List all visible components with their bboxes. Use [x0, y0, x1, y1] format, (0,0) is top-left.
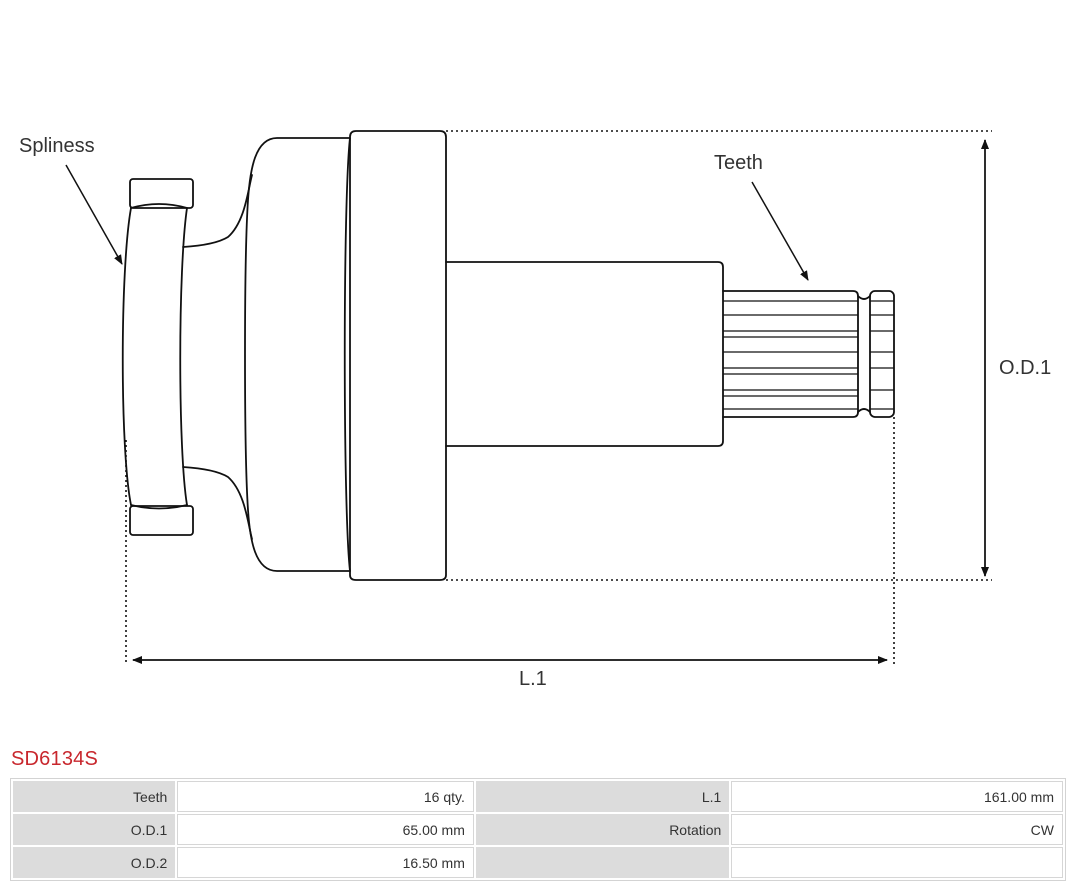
spliness-leader — [65, 164, 123, 265]
pinion-collar — [121, 207, 188, 506]
spec-key — [475, 847, 730, 878]
spec-key: L.1 — [475, 781, 730, 812]
technical-drawing: Spliness Teeth O.D.1 L.1 — [19, 130, 1051, 690]
l1-label: L.1 — [519, 668, 547, 690]
spline-end — [869, 290, 895, 418]
spec-key: O.D.1 — [13, 814, 176, 845]
spec-value: 16 qty. — [177, 781, 474, 812]
od1-label: O.D.1 — [999, 357, 1051, 379]
spline-teeth — [722, 290, 859, 418]
teeth-leader — [751, 181, 809, 281]
collar-block-bottom — [129, 505, 194, 536]
pinion-shaft — [445, 261, 724, 447]
spec-row: Teeth 16 qty. L.1 161.00 mm — [13, 781, 1063, 812]
spliness-label: Spliness — [19, 135, 95, 157]
spec-key: Teeth — [13, 781, 176, 812]
drive-pinion-drawing: Spliness Teeth O.D.1 L.1 — [19, 130, 1051, 690]
spec-value: 65.00 mm — [177, 814, 474, 845]
clutch-housing — [244, 137, 351, 572]
spec-value: CW — [731, 814, 1063, 845]
spec-value — [731, 847, 1063, 878]
spec-value: 16.50 mm — [177, 847, 474, 878]
spec-row: O.D.2 16.50 mm — [13, 847, 1063, 878]
spec-key: O.D.2 — [13, 847, 176, 878]
main-drum — [349, 130, 447, 581]
collar-block-top — [129, 178, 194, 209]
spec-key: Rotation — [475, 814, 730, 845]
specifications-table: Teeth 16 qty. L.1 161.00 mm O.D.1 65.00 … — [10, 778, 1066, 881]
part-code: SD6134S — [11, 748, 99, 770]
spec-row: O.D.1 65.00 mm Rotation CW — [13, 814, 1063, 845]
spec-value: 161.00 mm — [731, 781, 1063, 812]
teeth-label: Teeth — [714, 152, 763, 174]
